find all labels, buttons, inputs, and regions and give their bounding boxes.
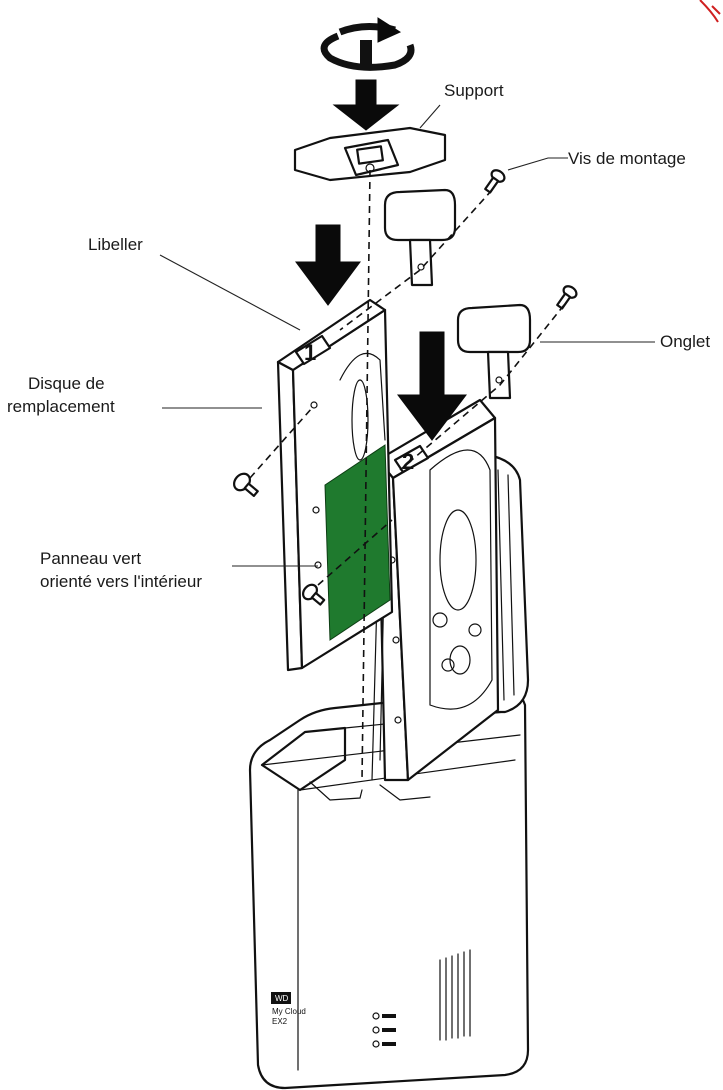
callout-onglet: Onglet xyxy=(540,332,710,351)
logo-brand: WD xyxy=(275,994,289,1003)
drive-2-number: 2 xyxy=(402,449,414,474)
rotate-arrow-icon xyxy=(320,17,415,71)
drive-2: 2 xyxy=(371,398,500,782)
logo-model-line2: EX2 xyxy=(272,1017,288,1026)
label-libeller: Libeller xyxy=(88,235,143,254)
tab-lower xyxy=(456,303,532,400)
callout-libeller: Libeller xyxy=(88,235,301,331)
callout-disque: Disque de remplacement xyxy=(7,374,262,416)
callout-panneau: Panneau vert orienté vers l'intérieur xyxy=(40,549,318,591)
logo-model-line1: My Cloud xyxy=(272,1007,306,1016)
green-panel xyxy=(324,444,391,641)
corner-stamp xyxy=(699,0,721,23)
down-arrow-icon xyxy=(295,79,468,441)
assembly-lines xyxy=(249,169,565,781)
device-logo: WD My Cloud EX2 xyxy=(271,992,306,1026)
label-panneau-line2: orienté vers l'intérieur xyxy=(40,572,202,591)
support-bracket xyxy=(293,126,447,182)
vent-lines xyxy=(439,949,471,1041)
label-onglet: Onglet xyxy=(660,332,710,351)
drive-1-number: 1 xyxy=(304,340,316,365)
drive-1: 1 xyxy=(276,298,394,672)
callout-support: Support xyxy=(419,81,504,129)
callout-vis-de-montage: Vis de montage xyxy=(507,149,686,171)
screw-icon xyxy=(233,169,578,606)
label-vis-de-montage: Vis de montage xyxy=(568,149,686,168)
label-support: Support xyxy=(444,81,504,100)
led-indicator-icon xyxy=(372,1012,396,1048)
label-disque-line2: remplacement xyxy=(7,397,115,416)
label-panneau-line1: Panneau vert xyxy=(40,549,141,568)
label-disque-line1: Disque de xyxy=(28,374,105,393)
